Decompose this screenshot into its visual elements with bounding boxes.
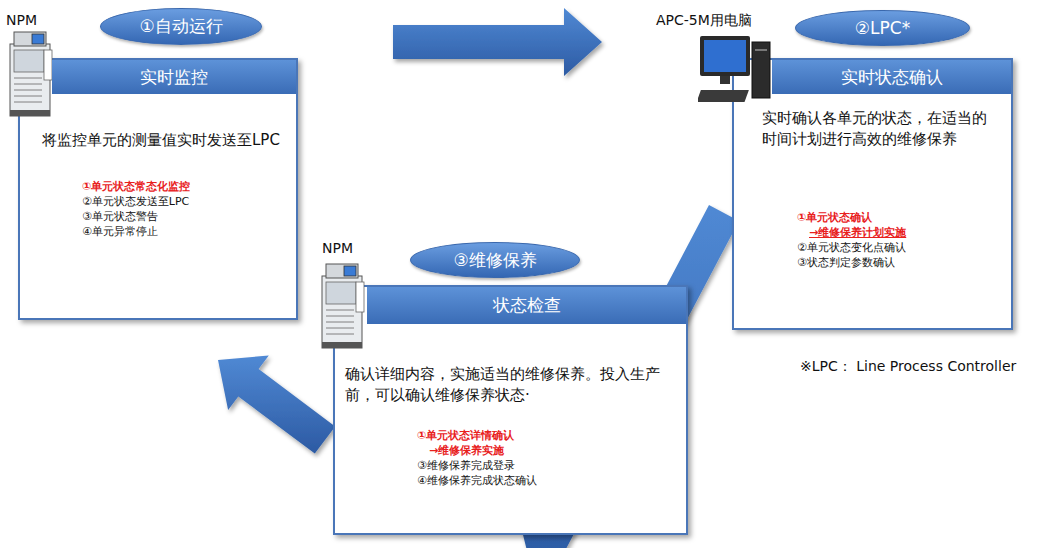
step-oval: ③维修保养	[410, 242, 580, 278]
list-item: ④维修保养完成状态确认	[417, 473, 686, 488]
machine-panel	[356, 282, 364, 312]
machine-screen	[344, 266, 356, 276]
list-item: →维修保养实施	[417, 443, 686, 458]
list-item: ①单元状态确认	[797, 210, 1011, 225]
step-oval: ①自动运行	[100, 8, 262, 45]
npm-machine-icon	[320, 262, 366, 350]
oval-text: ③维修保养	[453, 249, 536, 272]
process-panel: 实时状态确认实时确认各单元的状态，在适当的时间计划进行高效的维修保养 ①单元状态确…	[732, 58, 1013, 330]
list-item: ②单元状态变化点确认	[797, 240, 1011, 255]
list-item: ③单元状态警告	[82, 209, 296, 224]
panel-header: 状态检查	[367, 287, 686, 324]
machine-slots	[14, 78, 42, 102]
pc-tower	[752, 42, 770, 98]
monitor-frame	[700, 36, 750, 76]
annotation-label: NPM	[322, 240, 353, 256]
list-item: ③维修保养完成登录	[417, 458, 686, 473]
machine-top	[14, 32, 46, 46]
machine-window	[326, 282, 356, 304]
list-item: ①单元状态详情确认	[417, 428, 686, 443]
panel-body: 实时确认各单元的状态，在适当的时间计划进行高效的维修保养	[734, 108, 1011, 150]
machine-top	[326, 264, 358, 278]
oval-text: ②LPC*	[855, 18, 910, 38]
arrow-shape	[393, 8, 602, 76]
list-item: →维修保养计划实施	[797, 225, 1011, 240]
monitor-screen	[704, 40, 746, 72]
list-item: ④单元异常停止	[82, 224, 296, 239]
annotation-label: NPM	[6, 12, 37, 28]
machine-window	[14, 50, 44, 72]
npm-machine-icon	[8, 30, 54, 118]
block-arrow	[218, 356, 335, 454]
oval-text: ①自动运行	[139, 15, 222, 38]
panel-header: 实时监控	[52, 60, 296, 94]
process-panel: 实时监控将监控单元的测量值实时发送至LPC ①单元状态常态化监控②单元状态发送至L…	[18, 58, 298, 320]
keyboard	[698, 90, 749, 102]
block-arrow	[393, 8, 602, 76]
item-list: ①单元状态确认→维修保养计划实施②单元状态变化点确认③状态判定参数确认	[734, 210, 1011, 270]
panel-header: 实时状态确认	[772, 60, 1011, 94]
item-list: ①单元状态常态化监控②单元状态发送至LPC③单元状态警告④单元异常停止	[20, 179, 296, 239]
annotation-label: APC-5M用电脑	[656, 12, 752, 30]
machine-panel	[44, 50, 52, 80]
machine-base	[322, 342, 362, 348]
list-item: ③状态判定参数确认	[797, 255, 1011, 270]
list-item: ①单元状态常态化监控	[82, 179, 296, 194]
panel-body: 将监控单元的测量值实时发送至LPC	[20, 130, 296, 151]
process-panel: 状态检查确认详细内容，实施适当的维修保养。投入生产前，可以确认维修保养状态· ①单…	[333, 285, 688, 535]
machine-screen	[32, 34, 44, 44]
arrow-shape	[218, 356, 335, 454]
monitor-stand	[720, 76, 730, 84]
computer-icon	[698, 32, 774, 110]
panel-body: 确认详细内容，实施适当的维修保养。投入生产前，可以确认维修保养状态·	[335, 364, 686, 406]
step-oval: ②LPC*	[795, 10, 970, 46]
list-item: ②单元状态发送至LPC	[82, 194, 296, 209]
machine-base	[10, 110, 50, 116]
annotation-label: ※LPC： Line Process Controller	[800, 358, 1016, 376]
pc-drive	[755, 49, 767, 51]
item-list: ①单元状态详情确认→维修保养实施③维修保养完成登录④维修保养完成状态确认	[335, 428, 686, 488]
machine-slots	[326, 310, 354, 334]
